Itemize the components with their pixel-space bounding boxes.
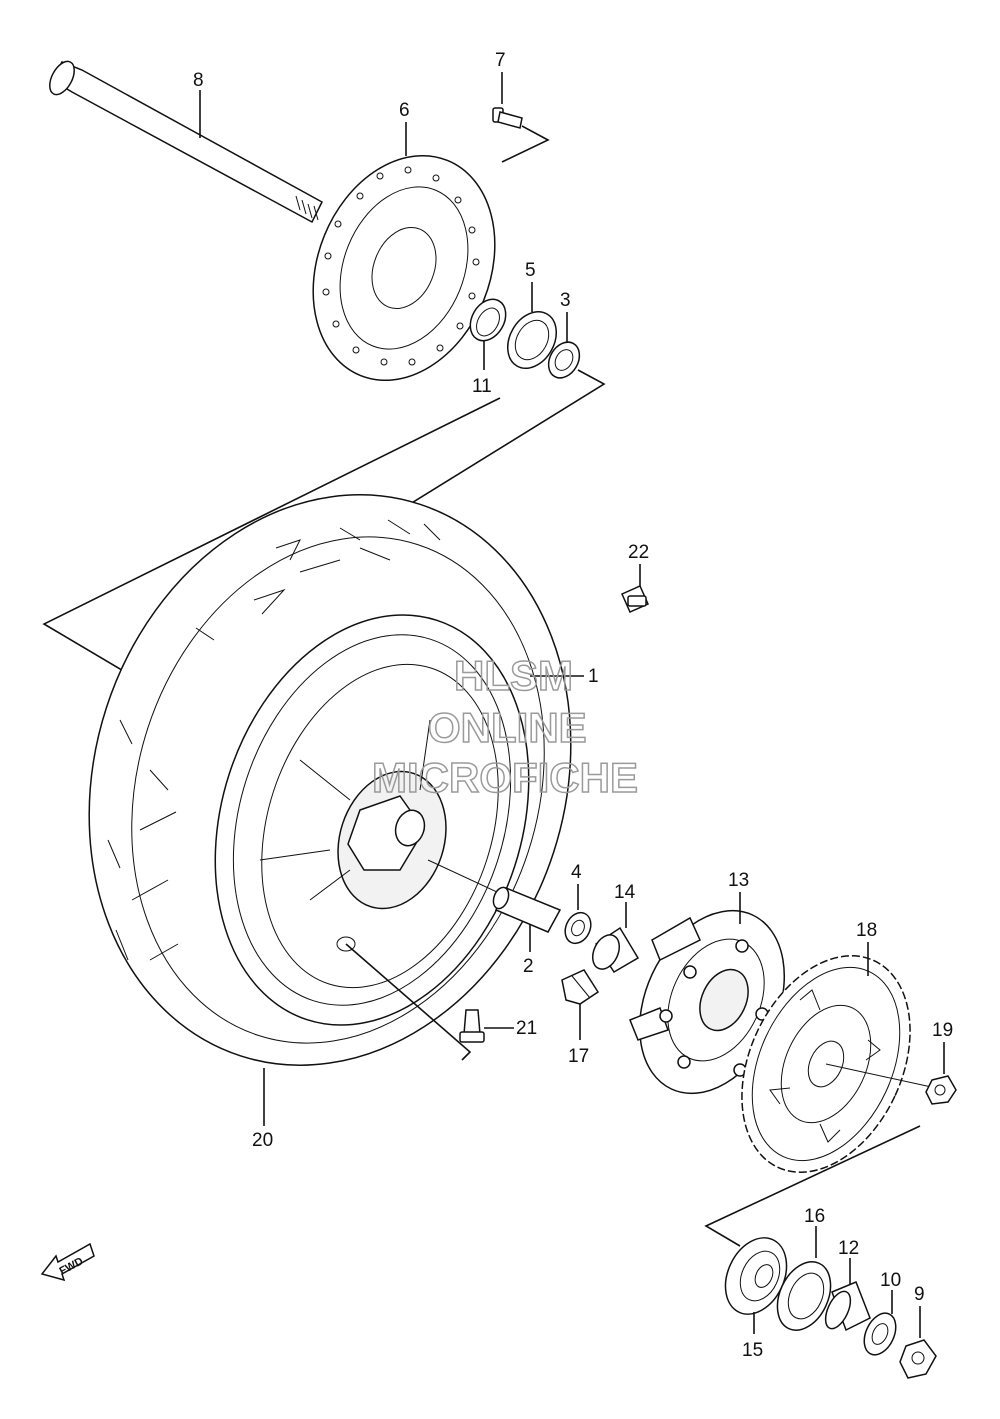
- bearing-part-15[interactable]: [714, 1228, 799, 1324]
- bearing-part-4[interactable]: [560, 908, 595, 947]
- brake-disc-part[interactable]: [281, 128, 527, 408]
- label-13: 13: [728, 870, 749, 891]
- label-18: 18: [856, 920, 877, 941]
- label-19: 19: [932, 1020, 953, 1041]
- spacer-part-12[interactable]: [820, 1281, 871, 1332]
- label-4: 4: [571, 862, 582, 883]
- seal-part-11[interactable]: [463, 293, 513, 347]
- washer-part[interactable]: [858, 1308, 902, 1360]
- label-12: 12: [838, 1238, 859, 1259]
- label-5: 5: [525, 260, 536, 281]
- label-16: 16: [804, 1206, 825, 1227]
- label-21: 21: [516, 1018, 537, 1039]
- label-3: 3: [560, 290, 571, 311]
- label-8: 8: [193, 70, 204, 91]
- label-10: 10: [880, 1270, 901, 1291]
- fwd-label: FWD: [58, 1255, 86, 1277]
- clip-part[interactable]: [621, 585, 649, 613]
- cushion-part[interactable]: [561, 969, 600, 1005]
- label-6: 6: [399, 100, 410, 121]
- label-11: 11: [472, 376, 492, 397]
- watermark-line-2: ONLINE: [428, 704, 587, 751]
- watermark-line-3: MICROFICHE: [372, 754, 638, 801]
- label-2: 2: [523, 956, 534, 977]
- nut-part-19[interactable]: [925, 1075, 957, 1105]
- bearing-part-5[interactable]: [498, 303, 566, 377]
- label-22: 22: [628, 542, 649, 563]
- label-7: 7: [495, 50, 506, 71]
- spacer-part-14[interactable]: [588, 926, 640, 974]
- nut-part-9[interactable]: [899, 1339, 937, 1379]
- label-9: 9: [914, 1284, 925, 1305]
- bolt-part[interactable]: [492, 107, 523, 129]
- label-20: 20: [252, 1130, 273, 1151]
- valve-part[interactable]: [459, 1009, 485, 1043]
- rim-part[interactable]: [164, 574, 579, 1066]
- label-14: 14: [614, 882, 636, 903]
- fwd-arrow: FWD: [40, 1242, 95, 1282]
- label-17: 17: [568, 1046, 589, 1067]
- bearing-part-3[interactable]: [542, 337, 585, 384]
- spacer-part[interactable]: [491, 885, 562, 933]
- label-15: 15: [742, 1340, 763, 1361]
- watermark-line-1: HLSM: [454, 652, 573, 699]
- seal-part-16[interactable]: [767, 1253, 841, 1339]
- label-1: 1: [588, 666, 599, 687]
- axle-part[interactable]: [45, 57, 323, 224]
